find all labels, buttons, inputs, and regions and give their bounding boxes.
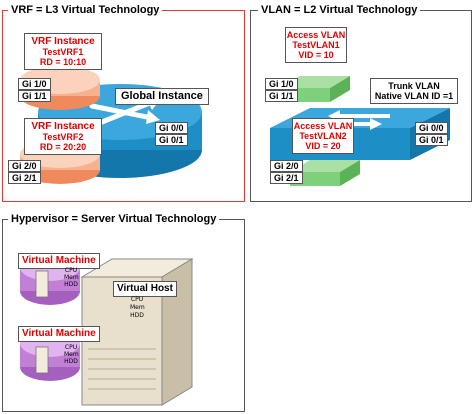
vlan-trunk-label: Trunk VLAN Native VLAN ID =1 xyxy=(370,78,458,104)
host-res-mem: Mem xyxy=(130,304,145,311)
vm2-label: Virtual Machine xyxy=(18,326,100,342)
vlan-access2-line2: TestVLAN2 xyxy=(299,131,347,141)
vrf-instance2-line3: RD = 20:20 xyxy=(39,142,87,152)
vm1-res-mem: Mem xyxy=(64,274,79,281)
vlan-access1-line3: VID = 10 xyxy=(298,50,334,60)
vrf-iface-gi21: Gi 2/1 xyxy=(8,172,41,184)
vlan-iface-gi20: Gi 2/0 xyxy=(270,160,303,172)
vlan-iface-gi00: Gi 0/0 xyxy=(415,122,448,134)
vlan-access1-line2: TestVLAN1 xyxy=(292,40,340,50)
virtual-host-server-icon xyxy=(20,253,194,406)
vm2-res-hdd: HDD xyxy=(64,358,78,365)
vm2-res-mem: Mem xyxy=(64,351,79,358)
virtual-host-label: Virtual Host xyxy=(113,281,177,297)
vm2-res-cpu: CPU xyxy=(64,344,78,351)
vlan-access2-label: Access VLAN TestVLAN2 VID = 20 xyxy=(292,118,354,154)
vlan-iface-gi11: Gi 1/1 xyxy=(265,90,298,102)
host-res-hdd: HDD xyxy=(130,312,144,319)
vrf-instance1-line2: TestVRF1 xyxy=(42,47,84,57)
vm1-label: Virtual Machine xyxy=(18,253,100,269)
vlan-iface-gi10: Gi 1/0 xyxy=(265,78,298,90)
vlan-access2-line3: VID = 20 xyxy=(305,141,341,151)
vrf-iface-gi20: Gi 2/0 xyxy=(8,160,41,172)
router-arrows-icon xyxy=(89,99,155,125)
vlan-iface-gi21: Gi 2/1 xyxy=(270,172,303,184)
vrf-instance1-label: VRF Instance TestVRF1 RD = 10:10 xyxy=(24,33,102,70)
vlan-access1-line1: Access VLAN xyxy=(286,30,346,40)
vrf-instance1-line1: VRF Instance xyxy=(31,36,95,47)
global-instance-label: Global Instance xyxy=(115,88,209,105)
host-res-cpu: CPU xyxy=(130,296,144,303)
vrf-instance1-line3: RD = 10:10 xyxy=(39,57,87,67)
vlan-trunk-line1: Trunk VLAN xyxy=(388,81,440,91)
vrf-instance2-line1: VRF Instance xyxy=(31,121,95,132)
vlan-access2-line1: Access VLAN xyxy=(293,121,353,131)
vlan-panel-title: VLAN = L2 Virtual Technology xyxy=(258,4,421,16)
vm1-res-cpu: CPU xyxy=(64,267,78,274)
vrf-iface-gi10: Gi 1/0 xyxy=(18,78,51,90)
vrf-iface-gi00: Gi 0/0 xyxy=(155,122,188,134)
vrf-instance2-line2: TestVRF2 xyxy=(42,132,84,142)
vlan-iface-gi01: Gi 0/1 xyxy=(415,134,448,146)
vrf-instance2-label: VRF Instance TestVRF2 RD = 20:20 xyxy=(24,118,102,155)
vrf-panel-title: VRF = L3 Virtual Technology xyxy=(8,4,163,16)
vrf-iface-gi11: Gi 1/1 xyxy=(18,90,51,102)
vlan-access1-label: Access VLAN TestVLAN1 VID = 10 xyxy=(285,27,347,63)
vm1-res-hdd: HDD xyxy=(64,281,78,288)
vrf-iface-gi01: Gi 0/1 xyxy=(155,134,188,146)
vlan-trunk-line2: Native VLAN ID =1 xyxy=(374,91,454,101)
hypervisor-panel-title: Hypervisor = Server Virtual Technology xyxy=(8,213,220,225)
